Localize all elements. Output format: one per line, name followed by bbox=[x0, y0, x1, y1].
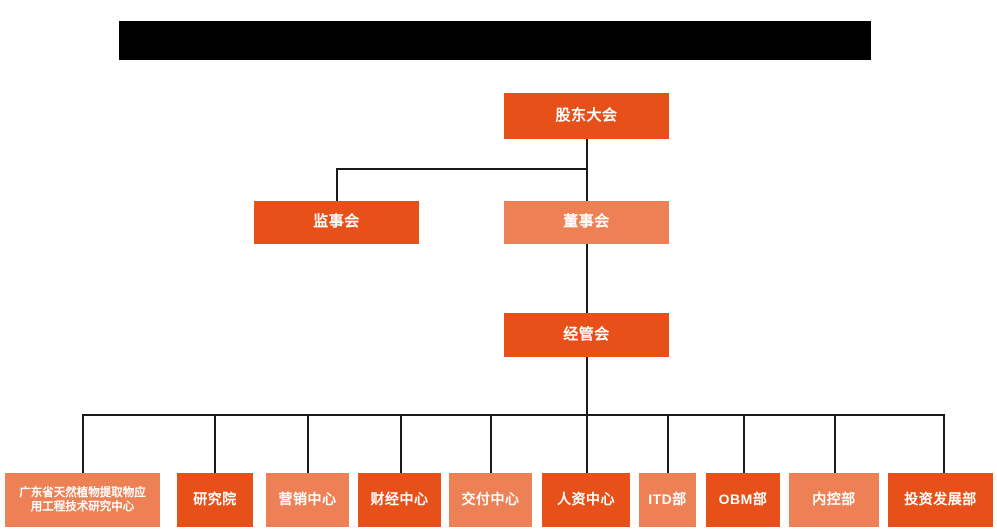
node-marketing-center[interactable]: 营销中心 bbox=[266, 473, 349, 527]
node-finance-center[interactable]: 财经中心 bbox=[358, 473, 441, 527]
connector-drop-finance-center bbox=[400, 414, 402, 473]
connector-drop-directors bbox=[586, 168, 588, 201]
connector-drop-marketing-center bbox=[307, 414, 309, 473]
node-research-center[interactable]: 广东省天然植物提取物应 用工程技术研究中心 bbox=[5, 473, 160, 527]
connector-directors-to-management bbox=[586, 243, 588, 313]
connector-drop-obm-department bbox=[743, 414, 745, 473]
node-hr-center[interactable]: 人资中心 bbox=[542, 473, 630, 527]
connector-shareholders-down bbox=[586, 139, 588, 169]
connector-drop-delivery-center bbox=[490, 414, 492, 473]
node-investment-development[interactable]: 投资发展部 bbox=[888, 473, 993, 527]
node-management[interactable]: 经管会 bbox=[504, 313, 669, 357]
connector-drop-supervisors bbox=[336, 168, 338, 201]
node-supervisors[interactable]: 监事会 bbox=[254, 201, 419, 244]
redacted-title-banner bbox=[119, 21, 871, 60]
connector-bus-level2 bbox=[336, 168, 588, 170]
node-internal-control[interactable]: 内控部 bbox=[789, 473, 879, 527]
node-research-center-line2: 用工程技术研究中心 bbox=[30, 501, 135, 513]
connector-drop-itd-department bbox=[667, 414, 669, 473]
node-directors[interactable]: 董事会 bbox=[504, 201, 669, 244]
node-obm-department[interactable]: OBM部 bbox=[706, 473, 780, 527]
connector-drop-internal-control bbox=[834, 414, 836, 473]
node-research-institute[interactable]: 研究院 bbox=[177, 473, 253, 527]
node-delivery-center[interactable]: 交付中心 bbox=[449, 473, 532, 527]
connector-drop-research-institute bbox=[214, 414, 216, 473]
node-shareholders[interactable]: 股东大会 bbox=[504, 93, 669, 139]
node-itd-department[interactable]: ITD部 bbox=[639, 473, 696, 527]
node-research-center-line1: 广东省天然植物提取物应 bbox=[19, 486, 146, 499]
connector-bus-departments bbox=[82, 414, 944, 416]
connector-drop-investment-development bbox=[943, 414, 945, 473]
connector-drop-research-center bbox=[82, 414, 84, 473]
